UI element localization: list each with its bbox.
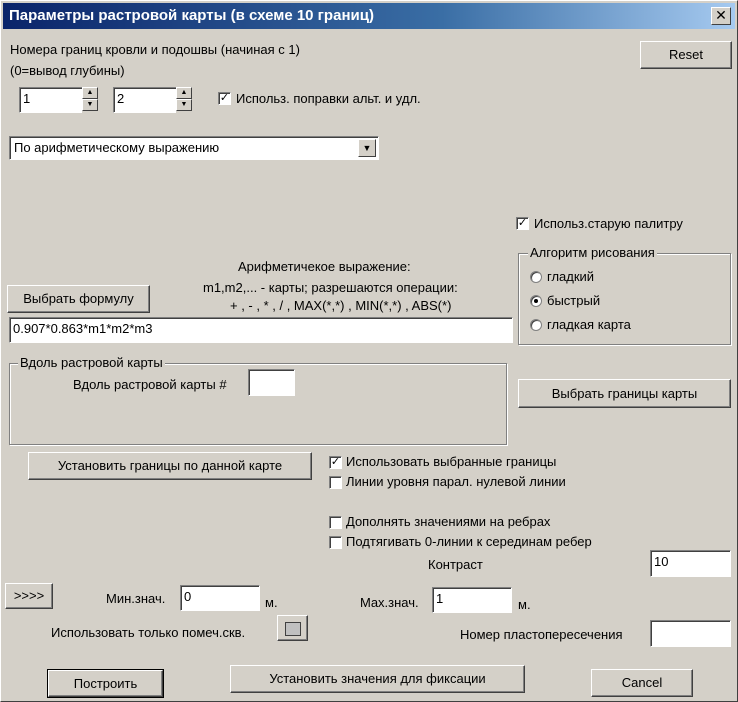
sole-boundary-spinner[interactable]: ▲ ▼ [176,87,192,113]
algorithm-label-smooth: гладкий [547,269,595,284]
fill-edges-label: Дополнять значениями на ребрах [346,514,551,529]
min-unit-label: м. [265,595,278,610]
spin-down-icon[interactable]: ▼ [82,99,98,111]
choose-bounds-button[interactable]: Выбрать границы карты [518,379,731,408]
max-unit-label: м. [518,597,531,612]
algorithm-label-fast: быстрый [547,293,601,308]
min-value-input[interactable]: 0 [180,585,260,611]
use-alt-corrections-label: Использ. поправки альт. и удл. [236,91,421,106]
marked-only-toggle-button[interactable] [277,615,308,641]
mode-select[interactable]: По арифметическому выражению ▼ [9,136,379,160]
algorithm-radio-fast[interactable] [530,295,542,307]
expression-desc-2: + , - , * , / , MAX(*,*) , MIN(*,*) , AB… [230,298,452,313]
marked-only-label: Использовать только помеч.скв. [51,625,246,640]
use-old-palette-label: Использ.старую палитру [534,216,683,231]
max-value-input[interactable]: 1 [432,587,512,613]
chevron-down-icon[interactable]: ▼ [358,139,376,157]
reset-button[interactable]: Reset [640,41,732,69]
along-label: Вдоль растровой карты # [73,377,227,392]
set-bounds-by-map-button[interactable]: Установить границы по данной карте [28,452,312,480]
spin-down-icon[interactable]: ▼ [176,99,192,111]
more-button[interactable]: >>>> [5,583,53,609]
set-fix-values-button[interactable]: Установить значения для фиксации [230,665,525,693]
close-icon[interactable]: ✕ [711,7,731,25]
pull-zero-lines-label: Подтягивать 0-линии к серединам ребер [346,534,592,549]
contrast-input[interactable]: 10 [650,550,731,577]
contrast-label: Контраст [428,557,483,572]
window-title: Параметры растровой карты (в схеме 10 гр… [9,7,374,24]
along-group-title: Вдоль растровой карты [18,355,165,370]
boundaries-hint: (0=вывод глубины) [10,63,125,78]
mode-select-value: По арифметическому выражению [14,140,220,155]
along-group [9,363,507,445]
use-selected-bounds-checkbox[interactable]: ✓ [329,456,342,469]
roof-boundary-spinner[interactable]: ▲ ▼ [82,87,98,113]
build-button[interactable]: Построить [47,669,164,698]
use-old-palette-checkbox[interactable]: ✓ [516,217,529,230]
use-selected-bounds-label: Использовать выбранные границы [346,454,557,469]
use-alt-corrections-checkbox[interactable]: ✓ [218,92,231,105]
spin-up-icon[interactable]: ▲ [82,87,98,99]
fill-edges-checkbox[interactable] [329,516,342,529]
level-lines-checkbox[interactable] [329,476,342,489]
expression-desc-1: m1,m2,... - карты; разрешаются операции: [203,280,458,295]
min-value-label: Мин.знач. [106,591,166,606]
expression-title: Арифметичекое выражение: [238,259,411,274]
roof-boundary-input[interactable]: 1 [19,87,83,113]
pull-zero-lines-checkbox[interactable] [329,536,342,549]
title-bar: Параметры растровой карты (в схеме 10 гр… [3,3,735,29]
layer-cross-label: Номер пластопересечения [460,627,623,642]
boundaries-label: Номера границ кровли и подошвы (начиная … [10,42,300,57]
level-lines-label: Линии уровня парал. нулевой линии [346,474,566,489]
max-value-label: Max.знач. [360,595,419,610]
expression-input[interactable]: 0.907*0.863*m1*m2*m3 [9,317,513,343]
choose-formula-button[interactable]: Выбрать формулу [7,285,150,313]
cancel-button[interactable]: Cancel [591,669,693,697]
algorithm-radio-smooth-map[interactable] [530,319,542,331]
algorithm-group-title: Алгоритм рисования [528,245,657,260]
algorithm-label-smooth-map: гладкая карта [547,317,631,332]
algorithm-radio-smooth[interactable] [530,271,542,283]
sole-boundary-input[interactable]: 2 [113,87,177,113]
spin-up-icon[interactable]: ▲ [176,87,192,99]
along-number-input[interactable] [248,369,295,396]
layer-cross-input[interactable] [650,620,731,647]
square-icon [285,622,301,636]
